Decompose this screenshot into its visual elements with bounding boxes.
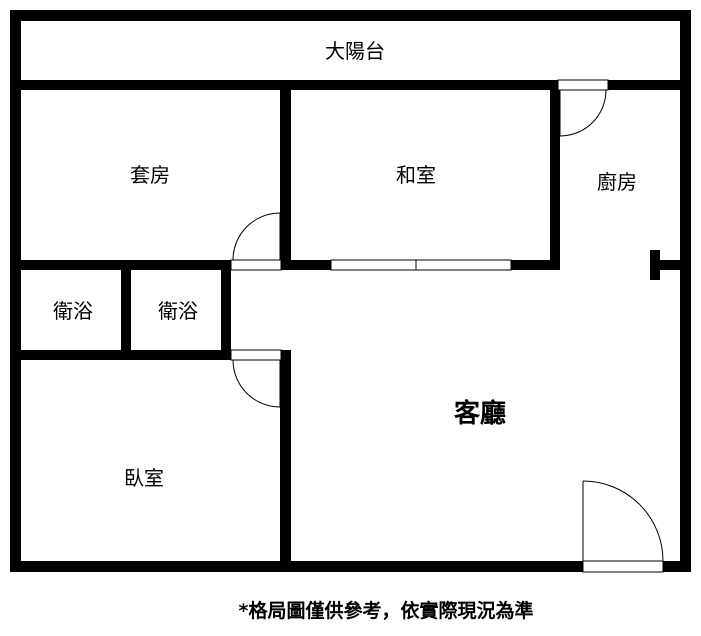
outer-wall-right <box>680 10 691 572</box>
room-labels: 大陽台 套房 和室 廚房 衛浴 衛浴 客廳 臥室 <box>53 39 637 490</box>
kitchen-counter-arm <box>650 260 685 270</box>
room-label-bathroom-2: 衛浴 <box>158 299 198 323</box>
suite-door-gap <box>230 259 282 271</box>
bath-right-wall <box>221 260 231 360</box>
outer-wall-bottom <box>10 561 691 572</box>
kitchen-balcony-door-gap <box>557 79 609 91</box>
entrance-door-arc <box>582 480 664 562</box>
balcony-wall <box>10 80 691 90</box>
room-label-kitchen: 廚房 <box>597 170 637 194</box>
room-label-bathroom-1: 衛浴 <box>53 299 93 323</box>
suite-tatami-wall <box>280 80 291 270</box>
tatami-kitchen-wall <box>550 80 560 270</box>
bedroom-right-wall <box>280 350 291 572</box>
bath-bottom-wall <box>10 350 291 360</box>
interior-walls <box>10 80 691 572</box>
room-label-suite: 套房 <box>130 163 170 187</box>
outer-walls <box>10 10 691 572</box>
suite-bottom-wall <box>10 260 560 270</box>
disclaimer-text: *格局圖僅供參考，依實際現況為準 <box>239 599 534 622</box>
openings <box>230 79 664 573</box>
bath-divider-wall <box>121 260 131 360</box>
tatami-sliding-door-right <box>415 259 512 271</box>
entrance-door-gap <box>582 560 664 573</box>
kitchen-door-arc <box>559 89 607 137</box>
suite-door-arc <box>232 212 281 261</box>
outer-wall-top <box>10 10 691 21</box>
bedroom-door-arc <box>232 359 281 408</box>
room-label-balcony: 大陽台 <box>325 39 385 63</box>
door-swings <box>232 89 664 562</box>
bedroom-door-gap <box>230 349 282 361</box>
outer-wall-left <box>10 10 21 572</box>
tatami-sliding-door-left <box>330 259 427 271</box>
room-label-living-room: 客廳 <box>454 398 506 429</box>
room-label-tatami: 和室 <box>396 163 436 187</box>
room-label-bedroom: 臥室 <box>124 466 164 490</box>
